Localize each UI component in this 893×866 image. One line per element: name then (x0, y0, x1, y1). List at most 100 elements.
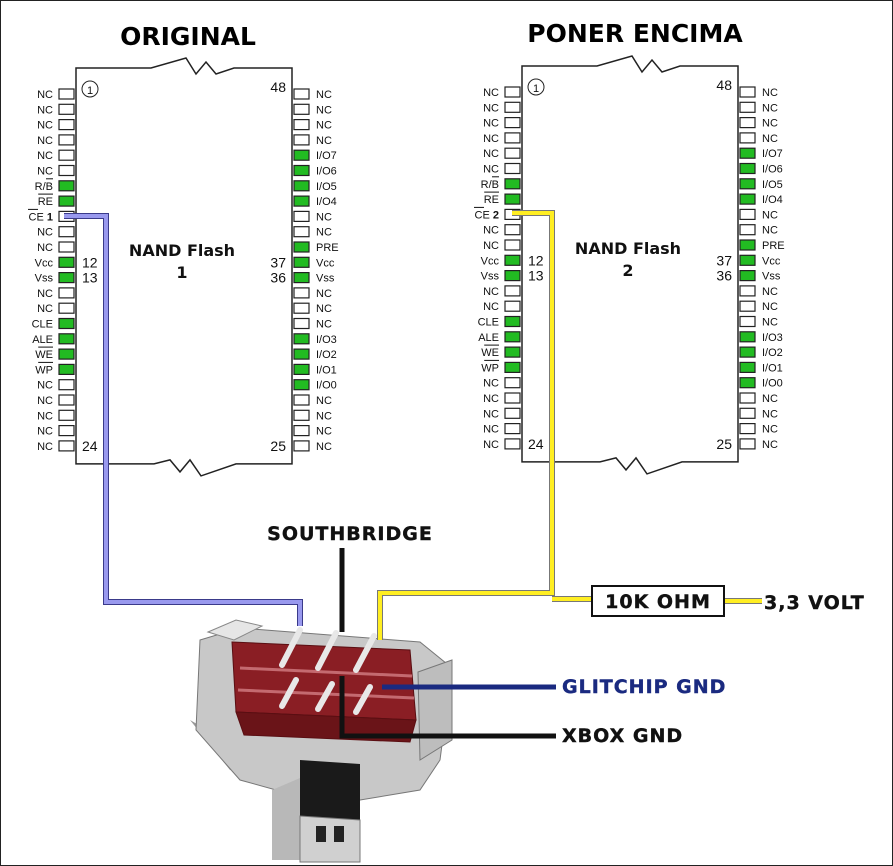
chip-left-pin (58, 256, 75, 268)
chip-right-pin-label: I/O4 (316, 196, 337, 208)
switch-pin (353, 633, 377, 673)
chip-right-pin (293, 210, 310, 222)
label-xbox-gnd: XBOX GND (562, 725, 683, 747)
chip-left-pin-label: NC (483, 439, 499, 451)
switch-pin (279, 677, 299, 709)
pin-number-13: 13 (82, 270, 98, 286)
chip-left-pin-label: NC (37, 227, 53, 239)
chip-left-pin-label: Vcc (35, 257, 54, 269)
pin1-marker (527, 78, 545, 96)
switch-actuator-slot (334, 826, 344, 842)
chip-right-pin (739, 193, 756, 205)
chip-right-pin-label: NC (316, 211, 332, 223)
chip-left-pin-label: Vss (35, 273, 54, 285)
chip-right-pin-label: NC (762, 102, 778, 114)
chip-left-pin-label: NC (37, 135, 53, 147)
pin-number-36: 36 (270, 270, 286, 286)
chip-left-pin (504, 254, 521, 266)
chip-right-pin-label: NC (316, 395, 332, 407)
chip-left-pin (58, 149, 75, 161)
chip-left-pin-label: NC (483, 164, 499, 176)
chip-right-pin-label: I/O6 (762, 164, 783, 176)
chip-right-pin-label: NC (762, 317, 778, 329)
chip-right-pin-label: I/O1 (316, 364, 337, 376)
chip-left-pin (58, 226, 75, 238)
chip-left-pin-label: NC (37, 288, 53, 300)
chip-left-pin-label: NC (483, 393, 499, 405)
chip-right-pin (739, 300, 756, 312)
chip-left-pin-label: ALE (32, 334, 53, 346)
chip-right-pin-label: Vcc (762, 255, 781, 267)
chip-right-pin-label: I/O3 (762, 332, 783, 344)
chip-left-pin (504, 407, 521, 419)
chip-right-pin (739, 361, 756, 373)
chip-right-pin (739, 438, 756, 450)
chip-right-pin-label: I/O0 (316, 380, 337, 392)
chip-left-pin-label: NC (37, 410, 53, 422)
chip-right-pin (293, 226, 310, 238)
chip-name: NAND Flash (575, 239, 681, 258)
pin1-number: 1 (87, 85, 93, 97)
chip-left-pin (58, 241, 75, 253)
chip-left-pin (504, 423, 521, 435)
chip-left-pin-label: NC (483, 240, 499, 252)
chip-left-pin (58, 409, 75, 421)
switch-actuator-base (272, 778, 300, 860)
chip-left-pin-label: NC (37, 303, 53, 315)
chip-right-pin-label: NC (762, 133, 778, 145)
chip-right-pin (739, 239, 756, 251)
chip-left-pin (504, 331, 521, 343)
pin-number-37: 37 (716, 252, 732, 268)
chip-left-pin-label: WP (481, 362, 499, 374)
wire-ce1-purple-fill (64, 214, 302, 626)
chip-right-pin-label: I/O2 (316, 349, 337, 361)
chip-left-pin-label: WE (35, 349, 53, 361)
chip-right-pin (739, 423, 756, 435)
chip-right-pin (293, 180, 310, 192)
chip-left-pin (504, 116, 521, 129)
chip-right-pin (739, 285, 756, 297)
chip-right-pin (739, 407, 756, 419)
wires (64, 210, 762, 739)
chip-right-pin-label: I/O0 (762, 378, 783, 390)
chip-right-pin-label: I/O6 (316, 166, 337, 178)
chip-right-pin (739, 162, 756, 175)
chip-left-pin (58, 302, 75, 314)
pin-number-13: 13 (528, 268, 544, 284)
chip-left-pin-label: NC (483, 118, 499, 130)
chip-right-pin-label: NC (762, 225, 778, 237)
chip-body (75, 57, 293, 477)
chip-left-pin (504, 162, 521, 175)
chip-right-pin (739, 178, 756, 190)
chip-left-pin (58, 287, 75, 299)
pin1-number: 1 (533, 83, 539, 95)
chip-right-pin-label: Vss (316, 273, 335, 285)
chip-right-pin-label: NC (762, 424, 778, 436)
chip-left-pin (58, 348, 75, 360)
pin-number-37: 37 (270, 254, 286, 270)
chip-left-pin (58, 333, 75, 345)
chip-left-pin (58, 195, 75, 207)
pin1-marker (81, 80, 99, 98)
chip-left-pin-label: RE (484, 194, 499, 206)
chip-left-pin (58, 164, 75, 177)
chip-left-pin (504, 392, 521, 404)
chip-left-pin-label: NC (37, 441, 53, 453)
chip-left-pin-label: NC (37, 120, 53, 132)
chip-left-pin-label: NC (483, 408, 499, 420)
chip-left-pin-label: CLE (32, 319, 53, 331)
chip-right-pin-label: PRE (762, 240, 785, 252)
chip-right-pin (293, 256, 310, 268)
chip-left-pin-label: NC (37, 395, 53, 407)
chip-left-pin-label: NC (483, 225, 499, 237)
chip-right-pin-label: I/O5 (762, 179, 783, 191)
pin-number-25: 25 (270, 438, 286, 454)
chip-left-pin (504, 224, 521, 236)
chip-left-pin (504, 300, 521, 312)
chip-right-pin (293, 134, 310, 146)
chip-right-pin-label: NC (316, 410, 332, 422)
pin-number-24: 24 (82, 438, 98, 454)
chip-right-pin (293, 348, 310, 360)
